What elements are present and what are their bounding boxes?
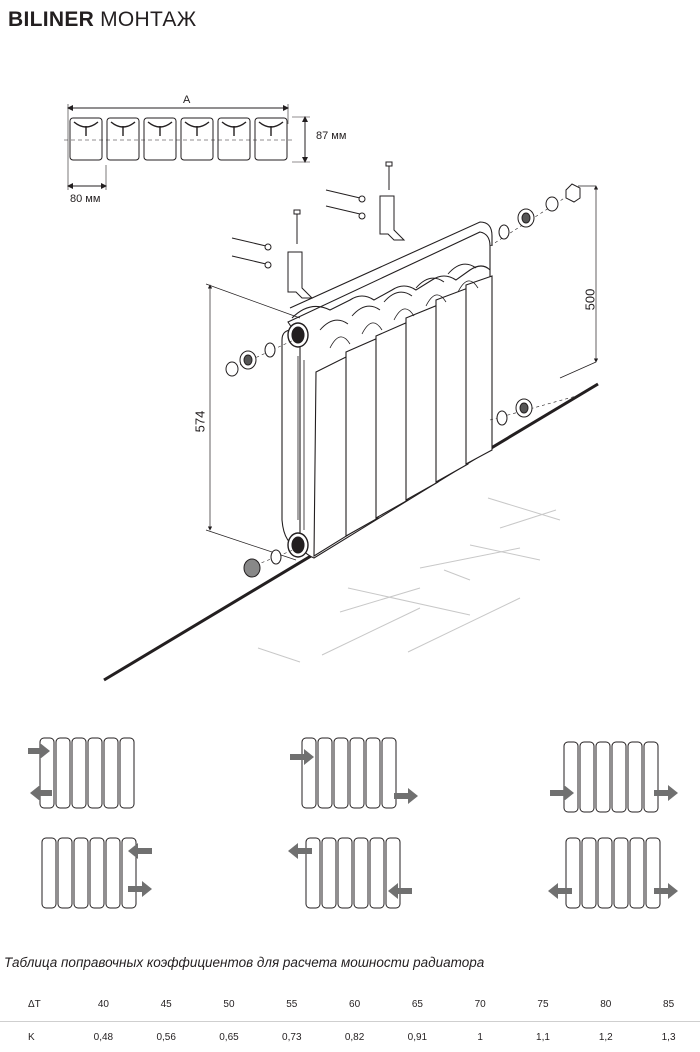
plug-top-right — [499, 184, 580, 239]
row-label: ΔT — [0, 988, 72, 1022]
coefficient-table: ΔT 40 45 50 55 60 65 70 75 80 85 K 0,48 … — [0, 988, 700, 1052]
table-cell: 70 — [449, 988, 512, 1022]
section-width-label: 80 мм — [70, 193, 100, 205]
scheme-side-left — [28, 738, 134, 808]
dimension-a-label: A — [183, 94, 190, 106]
connection-schemes — [28, 738, 678, 908]
table-cell: 80 — [574, 988, 637, 1022]
table-row: ΔT 40 45 50 55 60 65 70 75 80 85 — [0, 988, 700, 1022]
table-cell: 1,2 — [574, 1022, 637, 1052]
bracket-2 — [326, 162, 404, 240]
table-cell: 65 — [386, 988, 449, 1022]
table-cell: 60 — [323, 988, 386, 1022]
table-cell: 75 — [512, 988, 575, 1022]
installation-drawing — [0, 0, 700, 950]
table-row: K 0,48 0,56 0,65 0,73 0,82 0,91 1 1,1 1,… — [0, 1022, 700, 1052]
table-cell: 0,56 — [135, 1022, 198, 1052]
table-cell: 0,73 — [260, 1022, 323, 1052]
table-cell: 55 — [260, 988, 323, 1022]
scheme-side-right — [42, 838, 152, 908]
top-view — [64, 104, 310, 190]
table-cell: 50 — [198, 988, 261, 1022]
scheme-diagonal — [290, 738, 418, 808]
table-cell: 40 — [72, 988, 135, 1022]
bracket-1 — [232, 210, 312, 298]
table-cell: 0,48 — [72, 1022, 135, 1052]
table-title: Таблица поправочных коэффициентов для ра… — [4, 955, 484, 970]
radiator-body — [282, 222, 492, 558]
top-view-sections — [70, 118, 287, 160]
table-cell: 0,82 — [323, 1022, 386, 1052]
plug-top-left — [226, 343, 275, 376]
plug-bottom-left — [244, 550, 281, 577]
outlet-arrow-icon — [394, 788, 418, 804]
table-cell: 1,1 — [512, 1022, 575, 1052]
table-cell: 45 — [135, 988, 198, 1022]
brackets — [232, 162, 404, 298]
table-cell: 0,65 — [198, 1022, 261, 1052]
table-cell: 85 — [637, 988, 700, 1022]
center-distance-label: 500 — [583, 280, 598, 320]
depth-label: 87 мм — [316, 130, 346, 142]
scheme-bottom-outward — [548, 838, 678, 908]
scheme-bottom-both — [550, 742, 678, 812]
table-cell: 1,3 — [637, 1022, 700, 1052]
table-cell: 1 — [449, 1022, 512, 1052]
height-label: 574 — [193, 402, 208, 442]
table-cell: 0,91 — [386, 1022, 449, 1052]
plug-bottom-right — [497, 399, 532, 425]
scheme-diagonal-reverse — [288, 838, 412, 908]
row-label: K — [0, 1022, 72, 1052]
